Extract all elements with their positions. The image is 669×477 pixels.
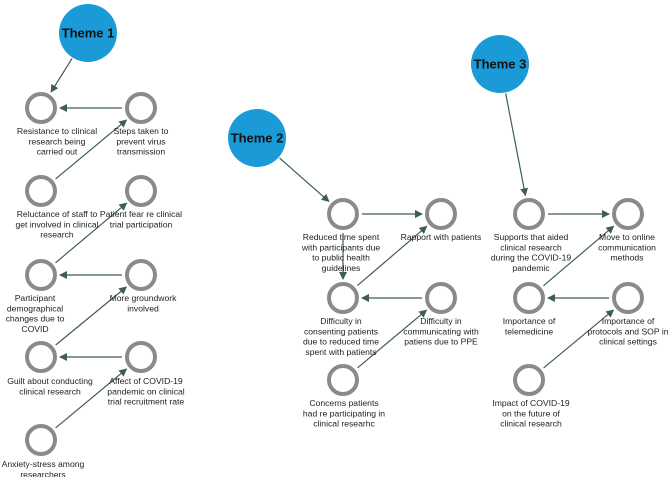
node-circle-n18 <box>612 282 644 314</box>
theme-label-3: Theme 3 <box>474 57 527 72</box>
node-circle-n14 <box>327 364 359 396</box>
edge-n5-to-n4 <box>55 202 128 264</box>
edge-t1-to-n1 <box>50 58 73 93</box>
node-circle-n6 <box>125 259 157 291</box>
node-circle-n12 <box>327 282 359 314</box>
node-circle-n4 <box>125 175 157 207</box>
theme-node-1 <box>59 4 117 62</box>
node-circle-n8 <box>125 341 157 373</box>
node-circle-n1 <box>25 92 57 124</box>
edge-n14-to-n13 <box>357 309 428 369</box>
node-circle-n16 <box>612 198 644 230</box>
edge-t3-to-n15 <box>505 93 528 197</box>
node-circle-n5 <box>25 259 57 291</box>
edge-n7-to-n6 <box>55 286 128 346</box>
node-circle-n11 <box>425 198 457 230</box>
theme-node-2 <box>228 109 286 167</box>
node-circle-n3 <box>25 175 57 207</box>
node-circle-n19 <box>513 364 545 396</box>
node-circle-n17 <box>513 282 545 314</box>
labels-layer: Theme 1 Theme 2 Theme 3 Resistance to clini… <box>2 26 669 477</box>
edge-n3-to-n2 <box>55 119 128 180</box>
node-circle-n9 <box>25 424 57 456</box>
edge-n9-to-n8 <box>55 368 128 429</box>
node-circle-n2 <box>125 92 157 124</box>
theme-label-2: Theme 2 <box>231 131 284 146</box>
nodes-layer <box>25 4 644 456</box>
edge-t2-to-n10 <box>279 157 330 203</box>
node-circle-n13 <box>425 282 457 314</box>
edge-n12-to-n11 <box>357 225 428 287</box>
node-label-n11: Rapport with patients <box>401 232 482 242</box>
node-circle-n10 <box>327 198 359 230</box>
node-circle-n15 <box>513 198 545 230</box>
theme-label-1: Theme 1 <box>62 26 115 41</box>
edge-n17-to-n16 <box>543 225 615 287</box>
edge-n19-to-n18 <box>543 309 615 369</box>
node-circle-n7 <box>25 341 57 373</box>
edges-layer <box>50 58 615 429</box>
theme-node-3 <box>471 35 529 93</box>
